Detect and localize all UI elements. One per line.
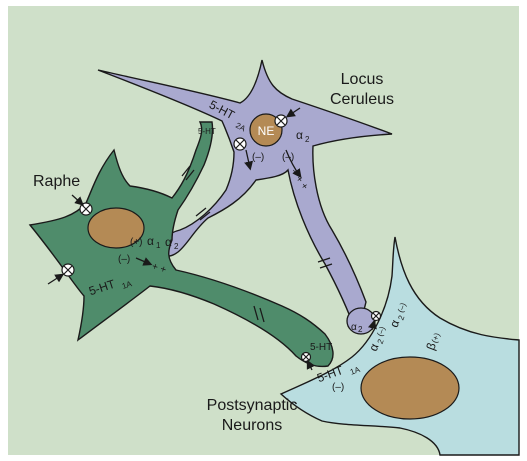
lc-alpha-sub: 2 [305, 135, 310, 144]
post-minus: (–) [332, 382, 344, 393]
postsynaptic-label-line1: Postsynaptic [207, 397, 298, 414]
raphe-label: Raphe [33, 173, 80, 190]
locus-label-line1: Locus [341, 71, 384, 88]
receptor-post-left [302, 353, 311, 362]
receptor-post-right [372, 312, 381, 321]
locus-label-line2: Ceruleus [330, 91, 394, 108]
postsynaptic-nucleus [361, 357, 459, 419]
post-alpha-terminal-sub: 2 [358, 325, 363, 334]
raphe-minus: (–) [118, 254, 130, 265]
receptor-lc-right [275, 115, 287, 127]
lc-minus-right: (–) [282, 152, 294, 163]
receptor-lc-left [234, 138, 246, 150]
lc-minus-left: (–) [252, 152, 264, 163]
receptor-raphe-top [80, 203, 92, 215]
lc-dendrite-alpha-label: α [165, 235, 172, 249]
raphe-5ht-terminal: 5-HT [198, 127, 216, 136]
raphe-plus-alpha: (+) [130, 237, 143, 248]
ne-label: NE [258, 124, 275, 138]
post-alpha-terminal-label: α [351, 322, 357, 333]
post-5ht-terminal: 5-HT [310, 342, 332, 353]
raphe-alpha-sub: 1 [156, 241, 161, 250]
raphe-alpha-label: α [147, 234, 154, 248]
postsynaptic-label-line2: Neurons [222, 417, 282, 434]
lc-alpha-label: α [296, 128, 303, 142]
lc-dendrite-alpha-sub: 2 [174, 242, 179, 251]
receptor-raphe-left [62, 264, 74, 276]
